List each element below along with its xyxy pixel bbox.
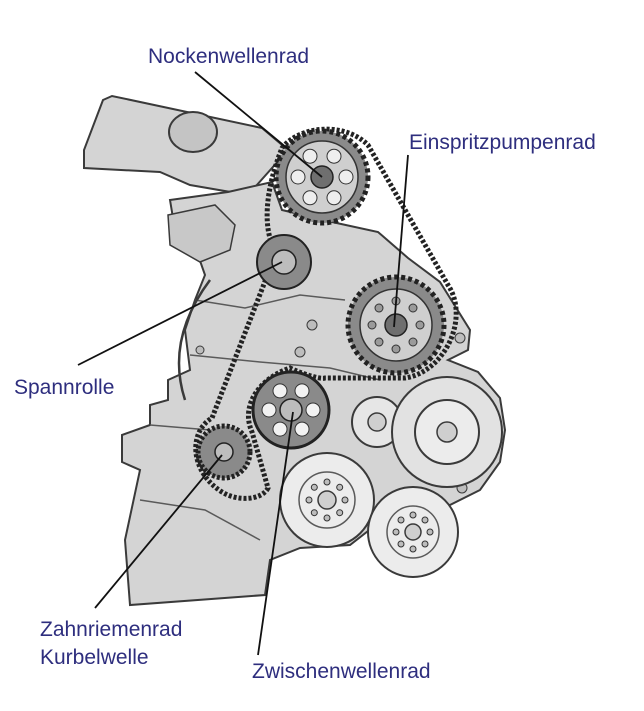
intermediate-shaft-gear (251, 370, 331, 450)
gear-hole (338, 169, 354, 185)
gear-hole (392, 528, 400, 536)
gear-hole (326, 148, 342, 164)
gear-hole (341, 496, 349, 504)
gear-hole (305, 496, 313, 504)
dipstick (177, 279, 212, 401)
small-idler-hub (367, 412, 387, 432)
gear-hole (290, 169, 306, 185)
leader-intermediate (257, 411, 294, 656)
gear-hole (336, 509, 344, 517)
bolt (306, 319, 318, 331)
label-intermediate-shaft-gear: Zwischenwellenrad (252, 660, 431, 683)
crankshaft-gear (195, 423, 253, 481)
gear-hole (294, 421, 310, 437)
gear-hole (415, 320, 425, 330)
gear-hole (272, 421, 288, 437)
leader-crankshaft (94, 454, 223, 609)
gear-hole (374, 303, 384, 313)
leader-camshaft (194, 71, 323, 178)
gear-hole (421, 516, 429, 524)
gear-holes (261, 148, 434, 553)
gear-hole (397, 540, 405, 548)
gear-hole (408, 337, 418, 347)
tensioner-pulley (256, 234, 312, 290)
gear-hole (323, 478, 331, 486)
gear-hole (408, 303, 418, 313)
gear-hole (272, 383, 288, 399)
gear-hole (310, 483, 318, 491)
gear-hole (409, 545, 417, 553)
gear-hole (391, 344, 401, 354)
casting-line (139, 499, 261, 541)
label-crankshaft-gear-line1: Zahnriemenrad (40, 618, 182, 641)
bolt (195, 345, 205, 355)
gear-hole (426, 528, 434, 536)
leader-injection-pump (393, 154, 409, 328)
gear-hole (397, 516, 405, 524)
gear-hole (302, 148, 318, 164)
accessory-pulleys (279, 376, 503, 578)
gear-hole (310, 509, 318, 517)
casting-line (189, 354, 381, 381)
bolt (454, 332, 466, 344)
gear-hole (323, 514, 331, 522)
gear-hole (367, 320, 377, 330)
bolt (294, 346, 306, 358)
water-pump-hub (317, 490, 337, 510)
gear-hole (421, 540, 429, 548)
gear-hole (261, 402, 277, 418)
label-injection-pump-gear: Einspritzpumpenrad (409, 131, 596, 154)
casting-line (194, 294, 346, 309)
leader-lines (77, 71, 409, 656)
gear-hole (374, 337, 384, 347)
gear-hole (336, 483, 344, 491)
alternator-hub (436, 421, 458, 443)
label-crankshaft-gear-line2: Kurbelwelle (40, 646, 149, 669)
label-tensioner-pulley: Spannrolle (14, 376, 114, 399)
power-steering-ring (386, 505, 440, 559)
leader-tensioner (77, 261, 283, 366)
water-pump-ring (298, 471, 356, 529)
gear-hole (305, 402, 321, 418)
cam-cover-cap (168, 111, 218, 153)
labels: Nockenwellenrad Einspritzpumpenrad Spann… (14, 45, 596, 683)
bracket (167, 204, 236, 263)
gear-hole (294, 383, 310, 399)
label-camshaft-gear: Nockenwellenrad (148, 45, 309, 68)
gear-hole (326, 190, 342, 206)
gear-hole (302, 190, 318, 206)
power-steering-hub (404, 523, 422, 541)
gear-hole (409, 511, 417, 519)
